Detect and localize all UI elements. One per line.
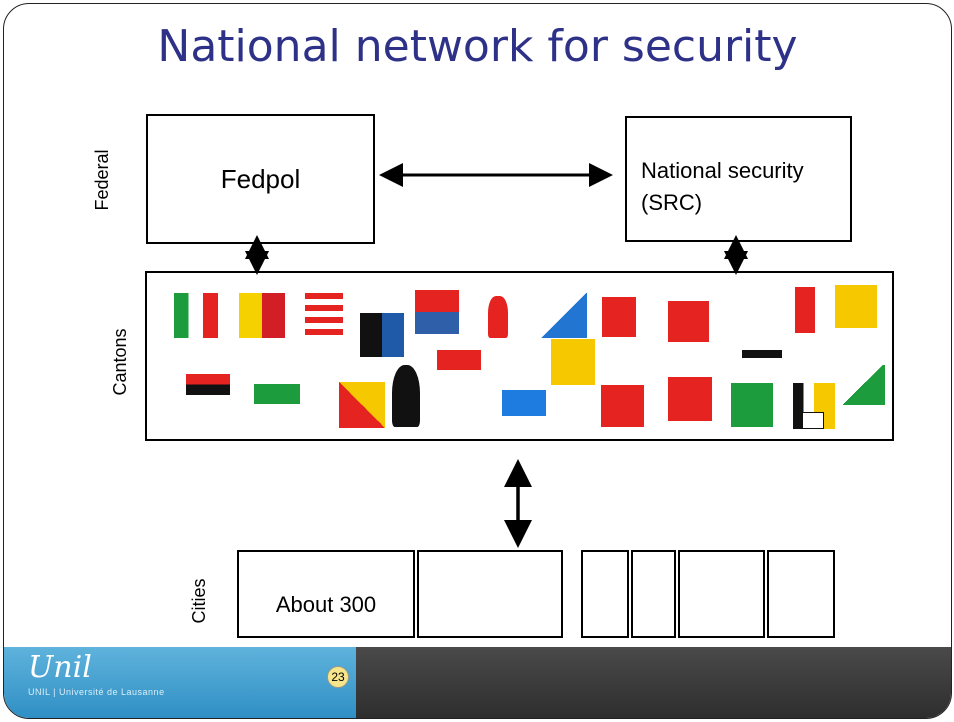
- flag-zurich-icon: [541, 293, 587, 338]
- flag-basel-stadt-icon: [488, 296, 508, 338]
- flag-ticino-icon: [174, 293, 218, 338]
- flag-solothurn-icon: [186, 374, 230, 395]
- flag-basel-land-icon: [305, 293, 343, 338]
- flag-schwyz-icon: [668, 301, 709, 342]
- flag-bern-icon: [339, 382, 385, 428]
- slide: National network for security Federal Fe…: [3, 3, 952, 719]
- city-box-2: [417, 550, 563, 638]
- city-box-4: [631, 550, 676, 638]
- flag-aargau-icon: [360, 313, 404, 357]
- footer-logo-panel: Unil UNIL | Université de Lausanne: [4, 647, 356, 718]
- cantons-box: [145, 271, 894, 441]
- city-box-5: [678, 550, 765, 638]
- flag-jura-icon: [840, 365, 885, 405]
- flag-st-gallen-icon: [802, 412, 824, 429]
- flag-graubunden-icon: [668, 377, 712, 421]
- flag-neuchatel-icon: [602, 297, 636, 337]
- flag-vaud-icon: [254, 364, 300, 404]
- src-box: National security (SRC): [625, 116, 852, 242]
- fedpol-label: Fedpol: [220, 164, 301, 194]
- flag-uri-icon: [551, 339, 595, 385]
- city-box-6: [767, 550, 835, 638]
- flag-zug-icon: [731, 383, 773, 427]
- page-number: 23: [327, 666, 349, 688]
- flag-schaffhausen-icon: [835, 285, 877, 328]
- city-box-3: [581, 550, 629, 638]
- slide-title: National network for security: [157, 21, 798, 72]
- footer-bar: [356, 647, 951, 718]
- city-box-1: About 300: [237, 550, 415, 638]
- university-name: UNIL | Université de Lausanne: [28, 687, 165, 697]
- flag-basel-stadt-2-icon: [392, 365, 420, 427]
- src-label-line1: National security: [641, 158, 804, 183]
- flag-obwalden-icon: [502, 390, 546, 416]
- unil-logo: Unil: [28, 650, 92, 685]
- flag-fribourg-icon: [437, 350, 481, 370]
- city-count-label: About 300: [275, 592, 377, 617]
- flag-lucerne-icon: [415, 290, 459, 334]
- src-label-line2: (SRC): [641, 190, 703, 215]
- fedpol-box: Fedpol: [146, 114, 375, 244]
- flag-geneva-icon: [239, 293, 285, 338]
- flag-valais-icon: [775, 287, 815, 333]
- connector-arrows: [245, 163, 748, 548]
- flag-nidwalden-icon: [601, 385, 644, 427]
